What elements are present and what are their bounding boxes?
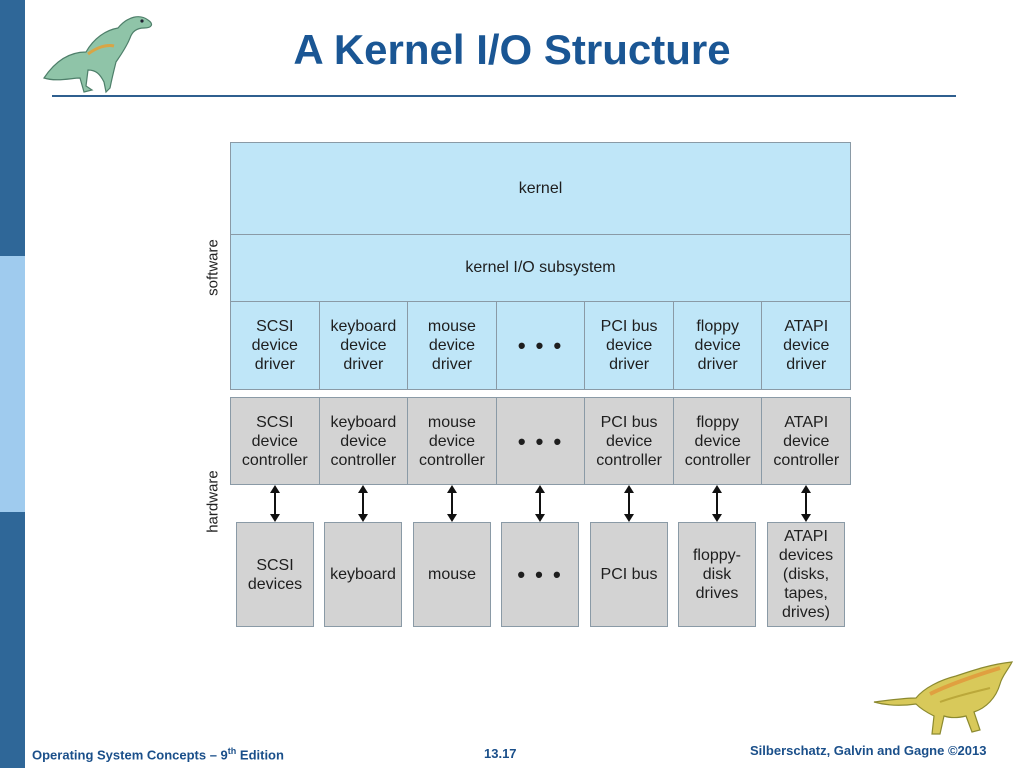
controller-box: mouse device controller [407, 397, 497, 485]
driver-ellipsis-box: • • • [495, 301, 586, 390]
device-box: keyboard [324, 522, 402, 627]
bidirectional-arrow [801, 485, 811, 522]
bidirectional-arrow [358, 485, 368, 522]
bidirectional-arrow [270, 485, 280, 522]
sidebar-accent [0, 256, 25, 512]
driver-box: SCSI device driver [230, 301, 320, 390]
hardware-label: hardware [204, 470, 222, 533]
driver-box: PCI bus device driver [584, 301, 674, 390]
controller-box: SCSI device controller [230, 397, 320, 485]
driver-box: keyboard device driver [318, 301, 409, 390]
bidirectional-arrow [535, 485, 545, 522]
driver-box: ATAPI device driver [761, 301, 852, 390]
footer-book-title: Operating System Concepts – 9th Edition [32, 746, 284, 763]
kernel-box: kernel [230, 142, 851, 235]
device-driver-row: SCSI device driver keyboard device drive… [230, 301, 852, 390]
device-box: ATAPI devices (disks, tapes, drives) [767, 522, 845, 627]
device-box: SCSI devices [236, 522, 314, 627]
driver-box: floppy device driver [672, 301, 763, 390]
software-label: software [204, 239, 222, 296]
bidirectional-arrow [624, 485, 634, 522]
dinosaur-icon-top [43, 16, 153, 94]
footer-copyright: Silberschatz, Galvin and Gagne ©2013 [750, 743, 987, 758]
footer-page-number: 13.17 [484, 746, 517, 761]
title-divider [52, 95, 956, 97]
slide-title: A Kernel I/O Structure [293, 26, 731, 73]
device-box: mouse [413, 522, 491, 627]
controller-ellipsis-box: • • • [495, 397, 586, 485]
device-ellipsis-box: • • • [501, 522, 579, 627]
controller-box: ATAPI device controller [761, 397, 852, 485]
device-box: floppy- disk drives [678, 522, 756, 627]
controller-box: keyboard device controller [318, 397, 409, 485]
device-controller-row: SCSI device controller keyboard device c… [230, 397, 852, 485]
kernel-io-subsystem-box: kernel I/O subsystem [230, 234, 851, 302]
device-box: PCI bus [590, 522, 668, 627]
controller-box: PCI bus device controller [584, 397, 674, 485]
bidirectional-arrow [712, 485, 722, 522]
dinosaur-icon-bottom [873, 661, 1014, 735]
bidirectional-arrow [447, 485, 457, 522]
driver-box: mouse device driver [407, 301, 497, 390]
controller-box: floppy device controller [672, 397, 763, 485]
